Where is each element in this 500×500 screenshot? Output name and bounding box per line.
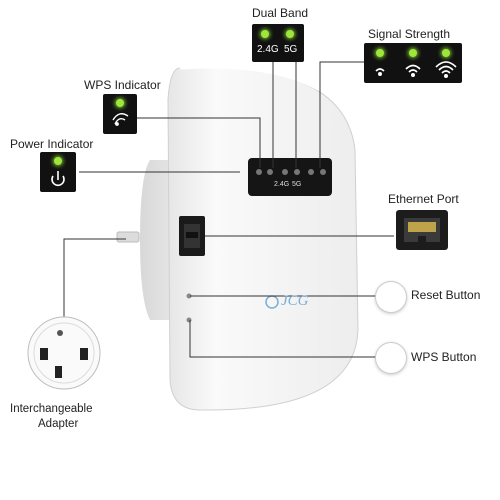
device-body [167,66,359,411]
wps-icon [112,113,129,126]
led-panel [248,158,332,196]
brand-logo: JCG [281,293,309,309]
ethernet-port-label: Ethernet Port [388,192,459,206]
wps-button-icon [375,342,407,374]
band-5-label: 5G [284,44,298,55]
reset-button-label: Reset Button [411,288,481,302]
plug-prong [116,231,140,243]
power-indicator-label: Power Indicator [10,137,94,151]
device-wps-hole [186,317,192,323]
wps-indicator-label: WPS Indicator [84,78,161,92]
device-band-5-label: 5G [292,181,302,188]
wps-indicator-box [103,94,137,134]
reset-button-icon [375,281,407,313]
power-icon [51,171,65,187]
dual-band-label: Dual Band [252,6,309,20]
interchangeable-adapter [27,316,101,390]
band-24-label: 2.4G [257,44,279,55]
adapter-label-line1: Interchangeable [10,403,93,415]
device-reset-hole [186,293,192,299]
wps-button-label: WPS Button [411,350,477,364]
power-indicator-box [40,152,76,192]
signal-strength-box [364,43,462,83]
device-band-24-label: 2.4G [274,181,290,188]
signal-strength-label: Signal Strength [368,27,451,41]
ethernet-port-icon [396,210,448,250]
adapter-label-line2: Adapter [38,418,79,430]
wifi-icons [375,61,457,78]
dual-band-box: 2.4G 5G [252,24,304,62]
